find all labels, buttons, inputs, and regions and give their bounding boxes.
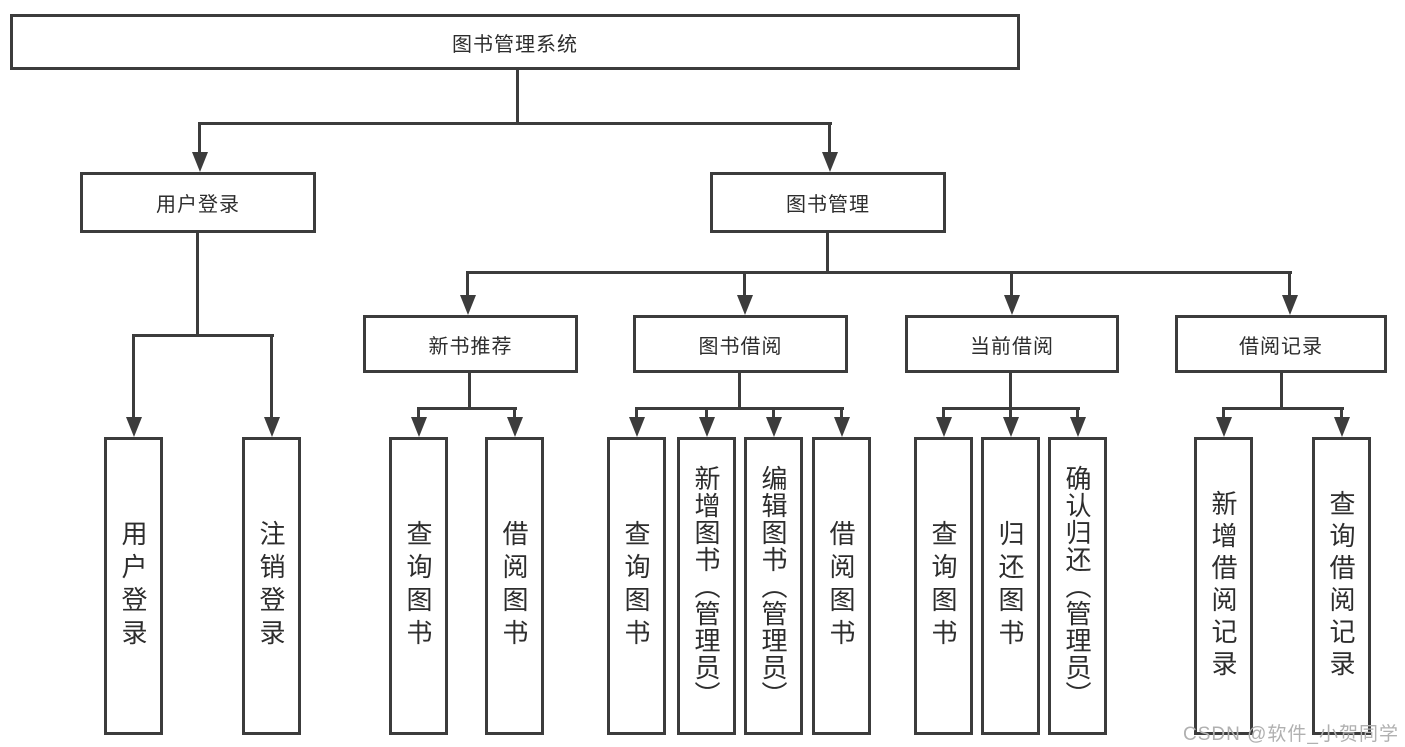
node-new-book-recommend: 新书推荐 [363,315,578,373]
connector-line [270,334,273,418]
leaf-query-books-current-label: 查询图书 [928,520,958,652]
leaf-add-book-admin: 新增图书（管理员） [677,437,736,735]
node-book-borrow-label: 图书借阅 [698,335,783,358]
leaf-query-borrow-record: 查询借阅记录 [1312,437,1371,735]
connector-line [198,122,201,154]
node-book-management: 图书管理 [710,172,946,233]
connector-arrow [1070,417,1086,437]
connector-arrow [737,295,753,315]
connector-line [132,334,135,418]
leaf-query-books-current: 查询图书 [914,437,973,735]
connector-line [1010,271,1013,297]
node-current-borrow: 当前借阅 [905,315,1119,373]
connector-arrow [507,417,523,437]
connector-arrow [629,417,645,437]
connector-arrow [126,417,142,437]
leaf-add-borrow-record-label: 新增借阅记录 [1208,490,1238,682]
connector-line [743,271,746,297]
connector-line [1009,373,1012,409]
leaf-edit-book-admin-label: 编辑图书（管理员） [758,464,788,708]
leaf-logout-label: 注销登录 [256,520,286,652]
leaf-query-books-borrow-label: 查询图书 [621,520,651,652]
connector-arrow [192,152,208,172]
connector-line [705,407,708,419]
leaf-return-book: 归还图书 [981,437,1040,735]
connector-line [417,407,420,419]
leaf-user-login: 用户登录 [104,437,163,735]
connector-line [635,407,638,419]
leaf-query-books-recommend: 查询图书 [389,437,448,735]
connector-line [1288,271,1291,297]
leaf-user-login-label: 用户登录 [118,520,148,652]
leaf-query-books-recommend-label: 查询图书 [403,520,433,652]
leaf-return-book-label: 归还图书 [995,520,1025,652]
connector-arrow [1334,417,1350,437]
connector-line [198,122,832,125]
connector-line [772,407,775,419]
leaf-borrow-books-label: 借阅图书 [826,520,856,652]
connector-line [466,271,1292,274]
connector-arrow [1216,417,1232,437]
leaf-borrow-books-recommend-label: 借阅图书 [499,520,529,652]
node-user-login-label: 用户登录 [156,194,240,216]
leaf-confirm-return-admin-label: 确认归还（管理员） [1062,464,1092,708]
connector-arrow [936,417,952,437]
leaf-borrow-books-recommend: 借阅图书 [485,437,544,735]
leaf-add-book-admin-label: 新增图书（管理员） [691,464,721,708]
connector-arrow [1004,295,1020,315]
connector-line [417,407,517,410]
watermark: CSDN @软件_小贺同学 [1183,724,1399,745]
connector-line [738,373,741,409]
connector-line [196,233,199,336]
connector-arrow [411,417,427,437]
connector-line [828,122,831,154]
connector-arrow [699,417,715,437]
node-borrow-records: 借阅记录 [1175,315,1387,373]
connector-line [1076,407,1079,419]
connector-arrow [822,152,838,172]
leaf-confirm-return-admin: 确认归还（管理员） [1048,437,1107,735]
connector-line [132,334,274,337]
node-user-login: 用户登录 [80,172,316,233]
connector-line [826,233,829,273]
connector-arrow [264,417,280,437]
leaf-query-borrow-record-label: 查询借阅记录 [1326,490,1356,682]
node-borrow-records-label: 借阅记录 [1239,335,1323,358]
connector-arrow [834,417,850,437]
connector-line [516,70,519,124]
node-book-management-label: 图书管理 [786,194,870,216]
connector-arrow [766,417,782,437]
connector-line [513,407,516,419]
connector-line [466,271,469,297]
connector-line [1340,407,1343,419]
connector-line [468,373,471,409]
connector-arrow [460,295,476,315]
connector-line [635,407,844,410]
node-new-book-recommend-label: 新书推荐 [428,335,513,358]
leaf-add-borrow-record: 新增借阅记录 [1194,437,1253,735]
connector-arrow [1282,295,1298,315]
leaf-edit-book-admin: 编辑图书（管理员） [744,437,803,735]
connector-line [1280,373,1283,409]
node-root-label: 图书管理系统 [452,33,578,56]
connector-line [1009,407,1012,419]
node-book-borrow: 图书借阅 [633,315,848,373]
connector-line [840,407,843,419]
leaf-borrow-books: 借阅图书 [812,437,871,735]
connector-line [1222,407,1344,410]
connector-arrow [1003,417,1019,437]
connector-line [942,407,945,419]
leaf-logout: 注销登录 [242,437,301,735]
connector-line [1222,407,1225,419]
node-root: 图书管理系统 [10,14,1020,70]
node-current-borrow-label: 当前借阅 [970,335,1054,358]
leaf-query-books-borrow: 查询图书 [607,437,666,735]
